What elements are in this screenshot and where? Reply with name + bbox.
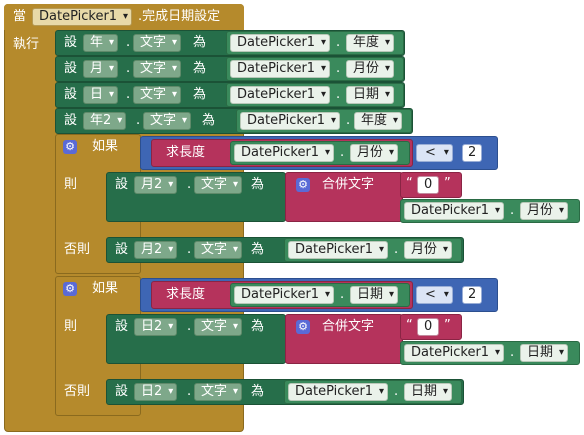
var-month-dropdown[interactable]: 月 bbox=[83, 60, 119, 78]
prop-day-dropdown[interactable]: 日期 bbox=[404, 383, 453, 401]
to-label: 為 bbox=[193, 35, 207, 50]
else-label: 否則 bbox=[64, 384, 91, 399]
text-property-dropdown[interactable]: 文字 bbox=[194, 176, 243, 194]
then-label: 則 bbox=[64, 177, 78, 192]
dot-label: . bbox=[346, 113, 351, 128]
length-label: 求長度 bbox=[166, 145, 206, 160]
join-label: 合併文字 bbox=[322, 177, 375, 192]
dot-label: . bbox=[187, 319, 192, 334]
string-value[interactable]: 0 bbox=[417, 318, 440, 336]
dot-label: . bbox=[394, 242, 399, 257]
var-day-dropdown[interactable]: 日 bbox=[83, 86, 119, 104]
set-label: 設 bbox=[64, 113, 78, 128]
prop-year-dropdown[interactable]: 年度 bbox=[346, 34, 395, 52]
to-label: 為 bbox=[193, 87, 207, 102]
to-label: 為 bbox=[251, 177, 265, 192]
text-property-dropdown[interactable]: 文字 bbox=[133, 86, 182, 104]
var-day2-dropdown[interactable]: 日2 bbox=[134, 383, 178, 401]
set-label: 設 bbox=[115, 384, 129, 399]
gear-icon[interactable]: ⚙ bbox=[296, 178, 310, 192]
else-label: 否則 bbox=[64, 242, 91, 257]
text-property-dropdown[interactable]: 文字 bbox=[143, 112, 192, 130]
component-dropdown[interactable]: DatePicker1 bbox=[234, 144, 335, 162]
var-month2-dropdown[interactable]: 月2 bbox=[134, 241, 178, 259]
prop-month-dropdown[interactable]: 月份 bbox=[404, 241, 453, 259]
set-label: 設 bbox=[64, 35, 78, 50]
dot-label: . bbox=[394, 384, 399, 399]
to-label: 為 bbox=[251, 242, 265, 257]
set-label: 設 bbox=[115, 319, 129, 334]
var-year-dropdown[interactable]: 年 bbox=[83, 34, 119, 52]
if-label: 如果 bbox=[92, 139, 119, 154]
set-label: 設 bbox=[64, 87, 78, 102]
prop-month-dropdown[interactable]: 月份 bbox=[346, 60, 395, 78]
then-label: 則 bbox=[64, 319, 78, 334]
dot-label: . bbox=[340, 287, 345, 302]
number-value[interactable]: 2 bbox=[462, 286, 483, 304]
event-name-label: .完成日期設定 bbox=[138, 9, 221, 24]
component-dropdown[interactable]: DatePicker1 bbox=[404, 344, 505, 362]
dot-label: . bbox=[340, 145, 345, 160]
prop-day-dropdown[interactable]: 日期 bbox=[350, 286, 399, 304]
text-property-dropdown[interactable]: 文字 bbox=[194, 318, 243, 336]
gear-icon[interactable]: ⚙ bbox=[63, 282, 77, 296]
var-month2-dropdown[interactable]: 月2 bbox=[134, 176, 178, 194]
dot-label: . bbox=[510, 203, 515, 218]
component-dropdown[interactable]: DatePicker1 bbox=[288, 241, 389, 259]
do-label: 執行 bbox=[13, 37, 40, 52]
prop-month-dropdown[interactable]: 月份 bbox=[350, 144, 399, 162]
event-component-dropdown[interactable]: DatePicker1 bbox=[32, 8, 133, 26]
dot-label: . bbox=[336, 87, 341, 102]
compare-operator-dropdown[interactable]: < bbox=[416, 144, 453, 162]
dot-label: . bbox=[126, 35, 131, 50]
quote-open: “ bbox=[406, 176, 413, 191]
prop-day-dropdown[interactable]: 日期 bbox=[346, 86, 395, 104]
compare-operator-dropdown[interactable]: < bbox=[416, 286, 453, 304]
quote-open: “ bbox=[406, 318, 413, 333]
dot-label: . bbox=[187, 177, 192, 192]
number-value[interactable]: 2 bbox=[462, 144, 483, 162]
length-label: 求長度 bbox=[166, 287, 206, 302]
if-label: 如果 bbox=[92, 281, 119, 296]
quote-close: ” bbox=[444, 176, 451, 191]
component-dropdown[interactable]: DatePicker1 bbox=[288, 383, 389, 401]
text-property-dropdown[interactable]: 文字 bbox=[194, 241, 243, 259]
gear-icon[interactable]: ⚙ bbox=[296, 320, 310, 334]
component-dropdown[interactable]: DatePicker1 bbox=[240, 112, 341, 130]
prop-month-dropdown[interactable]: 月份 bbox=[520, 202, 569, 220]
gear-icon[interactable]: ⚙ bbox=[63, 140, 77, 154]
var-year2-dropdown[interactable]: 年2 bbox=[83, 112, 127, 130]
text-property-dropdown[interactable]: 文字 bbox=[194, 383, 243, 401]
text-property-dropdown[interactable]: 文字 bbox=[133, 60, 182, 78]
dot-label: . bbox=[126, 61, 131, 76]
to-label: 為 bbox=[251, 319, 265, 334]
text-property-dropdown[interactable]: 文字 bbox=[133, 34, 182, 52]
component-dropdown[interactable]: DatePicker1 bbox=[234, 286, 335, 304]
set-label: 設 bbox=[115, 177, 129, 192]
dot-label: . bbox=[187, 384, 192, 399]
when-label: 當 bbox=[13, 9, 27, 24]
string-value[interactable]: 0 bbox=[417, 176, 440, 194]
dot-label: . bbox=[126, 87, 131, 102]
component-dropdown[interactable]: DatePicker1 bbox=[230, 86, 331, 104]
quote-close: ” bbox=[444, 318, 451, 333]
component-dropdown[interactable]: DatePicker1 bbox=[230, 60, 331, 78]
dot-label: . bbox=[336, 61, 341, 76]
var-day2-dropdown[interactable]: 日2 bbox=[134, 318, 178, 336]
to-label: 為 bbox=[202, 113, 216, 128]
dot-label: . bbox=[187, 242, 192, 257]
component-dropdown[interactable]: DatePicker1 bbox=[230, 34, 331, 52]
dot-label: . bbox=[336, 35, 341, 50]
to-label: 為 bbox=[193, 61, 207, 76]
to-label: 為 bbox=[251, 384, 265, 399]
dot-label: . bbox=[510, 345, 515, 360]
prop-year-dropdown[interactable]: 年度 bbox=[354, 112, 403, 130]
set-label: 設 bbox=[64, 61, 78, 76]
join-label: 合併文字 bbox=[322, 319, 375, 334]
set-label: 設 bbox=[115, 242, 129, 257]
dot-label: . bbox=[136, 113, 141, 128]
prop-day-dropdown[interactable]: 日期 bbox=[520, 344, 569, 362]
component-dropdown[interactable]: DatePicker1 bbox=[404, 202, 505, 220]
